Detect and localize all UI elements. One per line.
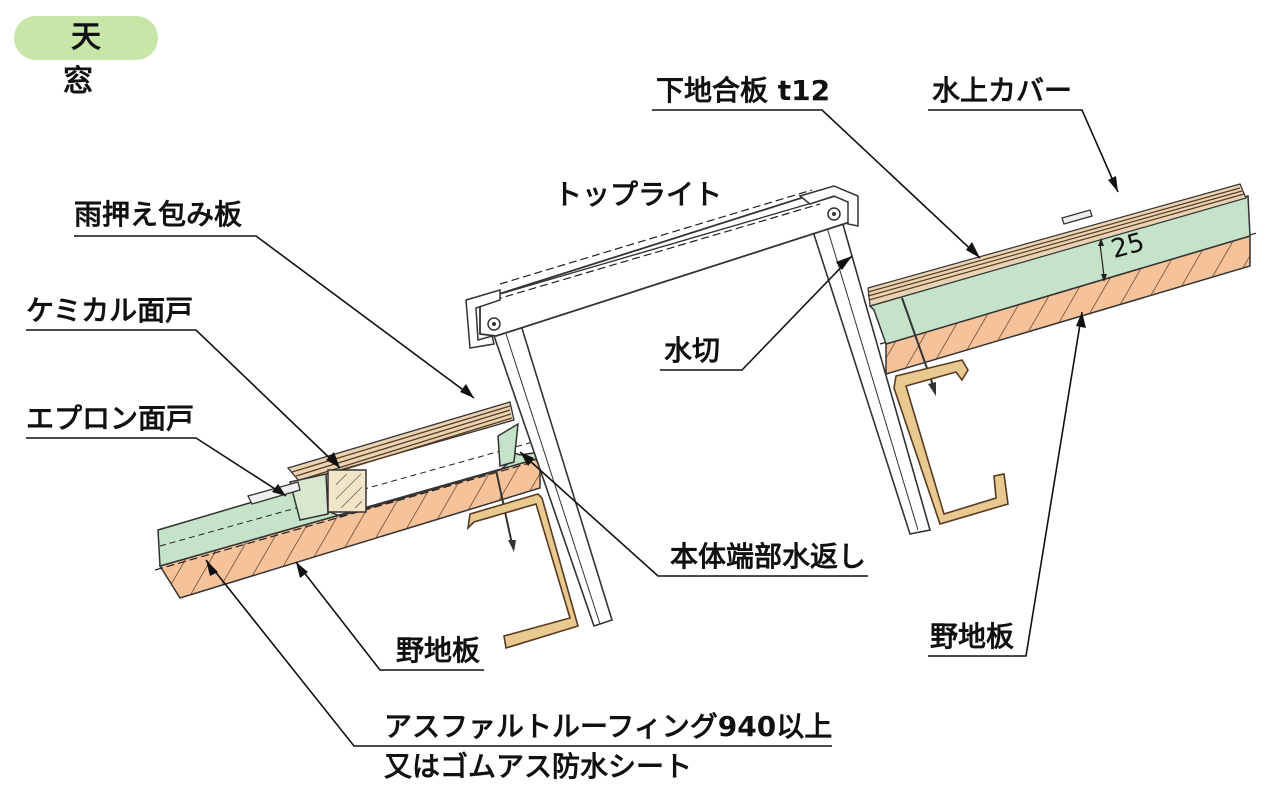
toplight-glass [479, 191, 851, 337]
label-roofing-line1: アスファルトルーフィング940以上 [384, 710, 833, 743]
left-water-cut-flashing [466, 493, 579, 650]
label-base-plywood: 下地合板 t12 [656, 74, 831, 107]
right-roof [867, 183, 1261, 525]
base-plywood-layers [867, 183, 1247, 307]
label-sheathing-left: 野地板 [396, 634, 481, 667]
label-body-end-return: 本体端部水返し [670, 540, 867, 573]
label-water-cut: 水切 [664, 334, 721, 367]
skylight-body [465, 185, 932, 628]
label-rain-cover: 雨押え包み板 [74, 198, 243, 231]
label-chemical-face: ケミカル面戸 [26, 294, 194, 327]
right-water-cut-flashing [893, 359, 1009, 525]
upper-cover [1061, 209, 1093, 225]
left-roof [154, 401, 579, 650]
title-badge [14, 16, 158, 60]
label-roofing-line2: 又はゴムアス防水シート [384, 750, 693, 783]
left-roofing-sheet [154, 459, 541, 571]
label-apron-face: エプロン面戸 [26, 402, 195, 435]
diagram-title: 天 窓 [63, 20, 163, 99]
leader-arrowheads [206, 176, 1118, 578]
label-upper-cover: 水上カバー [932, 74, 1073, 107]
label-sheathing-right: 野地板 [930, 620, 1015, 653]
leader-lines [26, 109, 1119, 747]
label-toplight: トップライト [554, 178, 723, 211]
rain-cover-sheet [286, 401, 515, 483]
